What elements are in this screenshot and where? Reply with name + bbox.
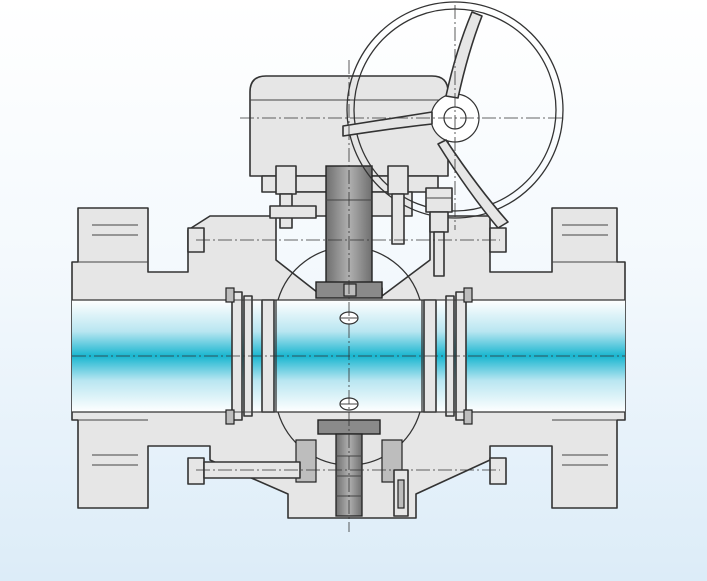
center-lines — [72, 5, 625, 532]
left-flange — [78, 224, 148, 466]
injection-fitting — [425, 187, 453, 277]
right-flange — [552, 224, 617, 466]
drain-fitting — [393, 469, 409, 517]
